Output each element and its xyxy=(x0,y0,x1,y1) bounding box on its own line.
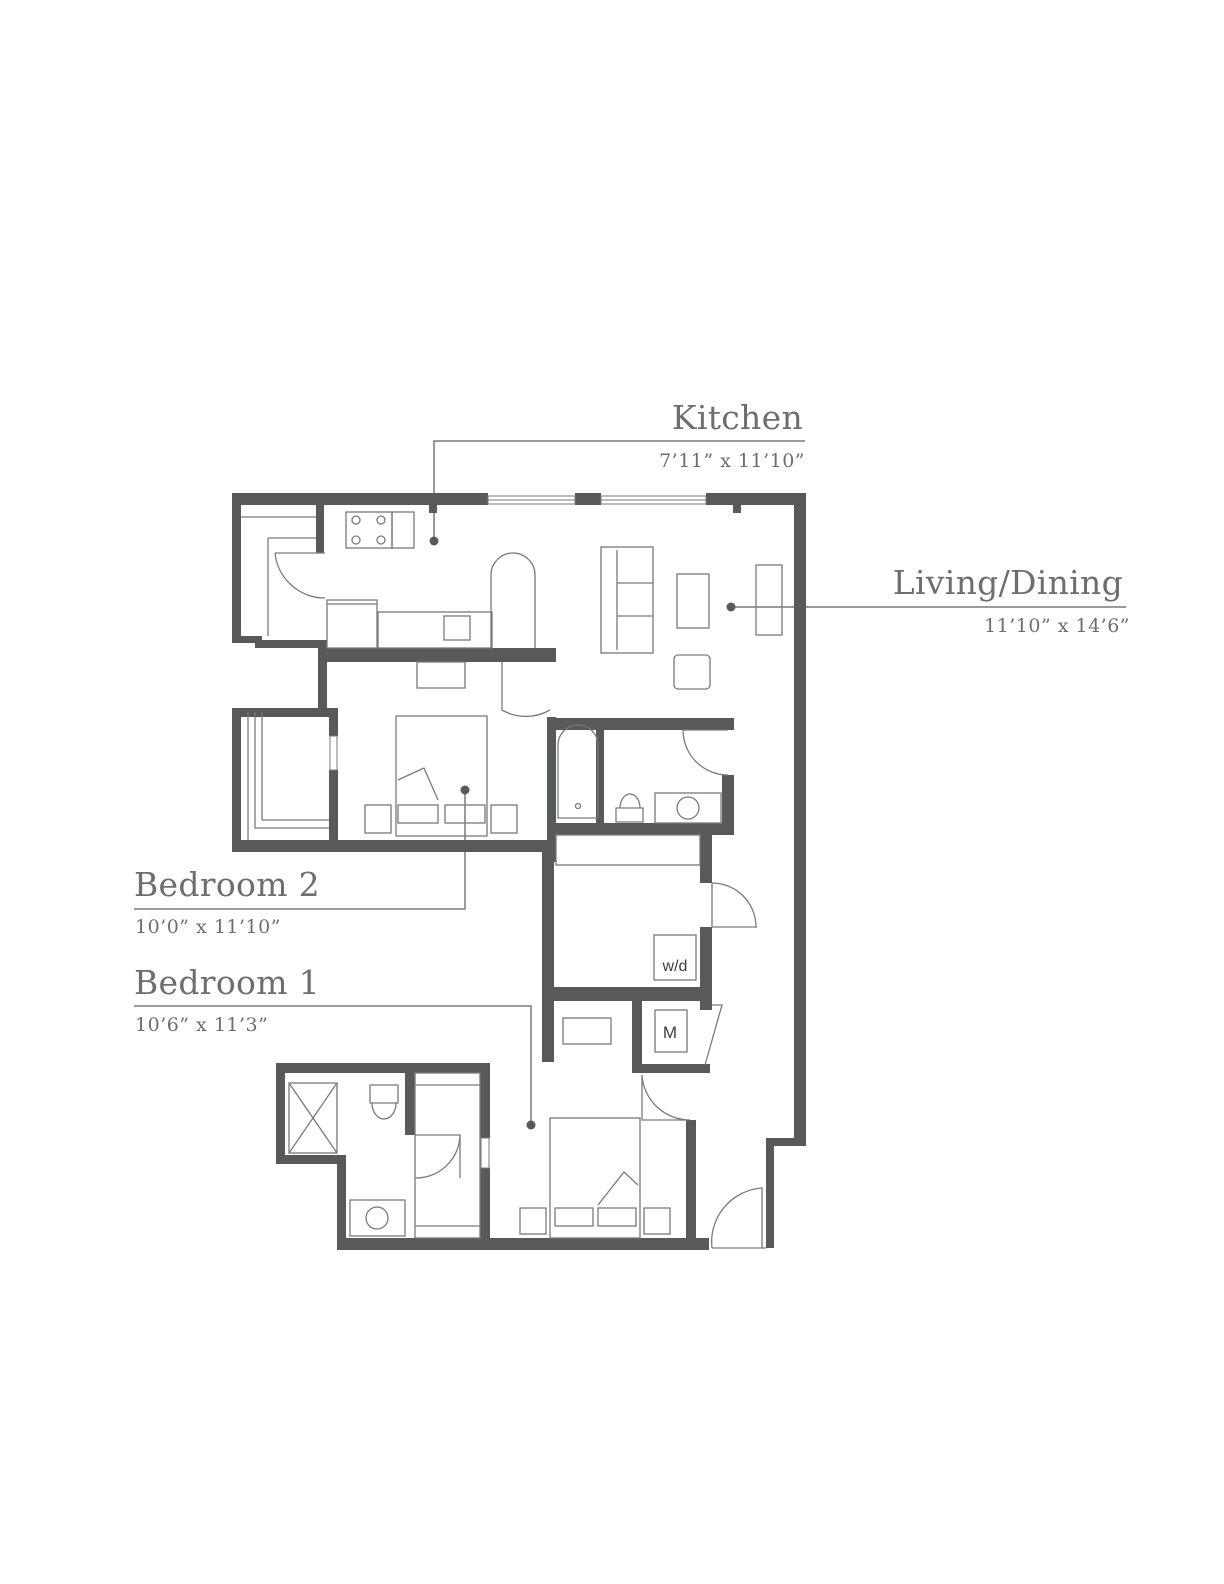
toilet-1 xyxy=(369,1084,399,1120)
bedroom2-door-swing xyxy=(501,662,551,717)
mechanical-label: M xyxy=(663,1023,677,1042)
fixtures xyxy=(241,511,783,1249)
leader-lines xyxy=(134,440,1126,1125)
entry-door-swing xyxy=(711,1187,766,1249)
mechanical-unit xyxy=(654,1009,688,1053)
tv-console xyxy=(755,564,783,636)
living-dining-dimensions: 11’10” x 14’6” xyxy=(984,615,1130,637)
bedroom2-nightstand-left xyxy=(364,804,392,834)
bedroom1-door-swing xyxy=(641,1074,691,1121)
washer-dryer xyxy=(653,934,697,981)
shower xyxy=(288,1082,338,1154)
coffee-table xyxy=(676,573,710,629)
wall-top-right xyxy=(706,493,806,505)
wall-bedroom2-bottom xyxy=(232,840,556,852)
window-bedroom1 xyxy=(480,1137,490,1169)
kitchen-marker-dot xyxy=(429,536,439,546)
bedroom1-nightstand-left xyxy=(519,1207,547,1235)
bedroom-2-dimensions: 10’0” x 11’10” xyxy=(135,916,281,938)
bedroom-2-marker-dot xyxy=(460,785,470,795)
bedroom1-bed xyxy=(549,1117,641,1239)
bath1-door-swing xyxy=(414,1134,461,1179)
bedroom-1-marker-dot xyxy=(526,1120,536,1130)
bedroom1-nightstand-right xyxy=(643,1207,671,1235)
living-dining-label: Living/Dining xyxy=(892,563,1123,602)
bedroom-2-leader-line xyxy=(134,790,466,910)
kitchen-leader-line xyxy=(433,440,805,541)
armchair xyxy=(673,654,711,690)
window-bedroom2-closet xyxy=(329,735,338,771)
closet-door-swing xyxy=(274,552,326,599)
vanity-2 xyxy=(654,792,722,824)
bedroom2-nightstand-right xyxy=(490,804,518,834)
bedroom1-dresser xyxy=(562,1017,612,1045)
bedroom2-dresser xyxy=(416,661,466,689)
windows xyxy=(329,495,707,1169)
bedroom-1-label: Bedroom 1 xyxy=(134,963,320,1002)
toilet-2 xyxy=(615,793,644,823)
refrigerator xyxy=(326,599,378,649)
washer-dryer-label: w/d xyxy=(662,958,688,975)
bath2-door-swing xyxy=(682,729,729,776)
kitchen-counter xyxy=(377,611,493,649)
living-marker-dot xyxy=(726,602,736,612)
vanity-1 xyxy=(349,1199,406,1237)
sofa xyxy=(600,546,654,654)
walls xyxy=(232,493,806,1250)
wall-top-left xyxy=(232,493,488,505)
wall-right xyxy=(794,493,806,1145)
wall-bottom xyxy=(337,1238,709,1250)
bedroom-1-leader-line xyxy=(134,1005,532,1125)
kitchen-sink xyxy=(443,615,471,641)
bedroom-2-label: Bedroom 2 xyxy=(134,865,320,904)
kitchen-label: Kitchen xyxy=(671,398,803,437)
kitchen-dimensions: 7’11” x 11’10” xyxy=(659,450,805,472)
wall-top-mid xyxy=(575,493,601,505)
bedroom2-bed xyxy=(395,715,488,837)
laundry-door-swing xyxy=(711,882,757,928)
bathtub-2 xyxy=(557,724,599,819)
bedroom-1-dimensions: 10’6” x 11’3” xyxy=(135,1014,269,1036)
